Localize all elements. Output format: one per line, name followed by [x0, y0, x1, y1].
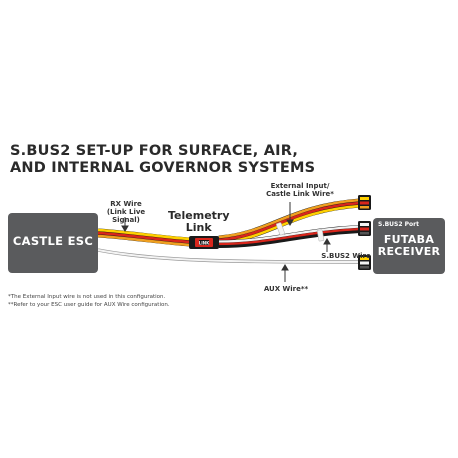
- telemetry-link-module: [189, 236, 219, 249]
- sbus2-wire-label: S.BUS2 Wire: [321, 252, 371, 260]
- external-label-line-2: Castle Link Wire*: [266, 190, 334, 198]
- futaba-receiver-box: S.BUS2 Port FUTABA RECEIVER: [373, 218, 445, 274]
- rx-wire: [97, 228, 191, 247]
- footnote-2: **Refer to your ESC user guide for AUX W…: [8, 302, 170, 308]
- pointer-arrows: [121, 202, 331, 282]
- castle-esc-label: CASTLE ESC: [12, 234, 94, 248]
- title-line-1: S.BUS2 SET-UP FOR SURFACE, AIR,: [10, 143, 299, 159]
- external-input-connector: [358, 195, 371, 210]
- aux-wire: [97, 248, 359, 264]
- link-badge-text: LINK: [199, 241, 210, 246]
- diagram-title: S.BUS2 SET-UP FOR SURFACE, AIR, AND INTE…: [10, 143, 315, 177]
- receiver-name-line-1: FUTABA: [383, 233, 435, 246]
- footnote-1: *The External Input wire is not used in …: [8, 294, 166, 300]
- rx-wire-label-line-2: (Link Live Signal): [106, 208, 146, 224]
- receiver-name: FUTABA RECEIVER: [373, 234, 445, 258]
- cable-tie: [276, 222, 285, 236]
- external-input-label: External Input/ Castle Link Wire*: [258, 182, 342, 198]
- telemetry-label-line-1: Telemetry: [168, 209, 230, 222]
- sbus2-wire: [218, 225, 361, 248]
- rx-wire-label-line-1: RX Wire: [110, 200, 142, 208]
- telemetry-label-line-2: Link: [185, 221, 212, 234]
- rx-wire-label: RX Wire (Link Live Signal): [92, 200, 160, 224]
- aux-wire-label: AUX Wire**: [263, 285, 309, 293]
- title-line-2: AND INTERNAL GOVERNOR SYSTEMS: [10, 160, 316, 176]
- castle-esc-box: CASTLE ESC: [8, 213, 98, 273]
- sbus2-port-label: S.BUS2 Port: [378, 221, 419, 228]
- external-label-line-1: External Input/: [270, 182, 330, 190]
- telemetry-link-label: Telemetry Link: [168, 210, 230, 234]
- aux-connector: [358, 255, 371, 270]
- cable-tie: [317, 229, 325, 242]
- receiver-name-line-2: RECEIVER: [377, 245, 441, 258]
- sbus2-connector: [358, 221, 371, 236]
